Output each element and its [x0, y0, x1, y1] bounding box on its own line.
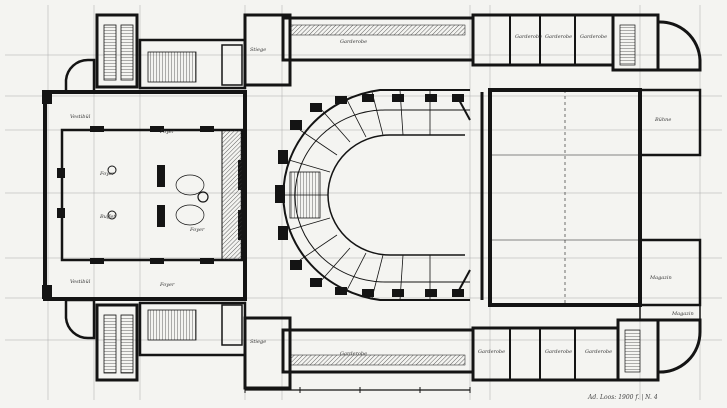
corridors — [243, 13, 702, 390]
auditorium — [275, 89, 484, 301]
room-label-garderobe-a: Garderobe — [515, 34, 543, 40]
room-label-hall-bottom: Foyer — [190, 227, 205, 233]
room-label-vestibule-bottom: Vestibül — [70, 279, 91, 285]
room-label-stage: Bühne — [655, 117, 672, 123]
room-label-garderobe-b: Garderobe — [545, 34, 573, 40]
room-label-corridor-top: Garderobe — [340, 39, 368, 45]
room-label-dressing-a: Garderobe — [478, 349, 506, 355]
room-label-dressing-c: Garderobe — [585, 349, 613, 355]
left-wing — [42, 13, 247, 382]
room-label-corridor-bottom: Garderobe — [340, 351, 368, 357]
room-label-stair-top: Stiege — [250, 47, 267, 53]
room-label-dressing-b: Garderobe — [545, 349, 573, 355]
room-label-foyer-bottom: Foyer — [160, 282, 175, 288]
room-label-vestibule-top: Vestibül — [70, 114, 91, 120]
room-label-hall-top: Foyer — [100, 171, 115, 177]
room-label-foyer-top: Foyer — [160, 129, 175, 135]
room-label-store: Magazin — [672, 311, 694, 317]
room-label-hall-mid: Buffet — [100, 214, 116, 220]
signature-note: Ad. Loos: 1900 f. | N. 4 — [588, 394, 658, 401]
room-label-magazin: Magazin — [650, 275, 672, 281]
room-label-garderobe-c: Garderobe — [580, 34, 608, 40]
stage — [488, 88, 702, 321]
scale-bar — [244, 387, 471, 393]
room-label-stair-bottom: Stiege — [250, 339, 267, 345]
